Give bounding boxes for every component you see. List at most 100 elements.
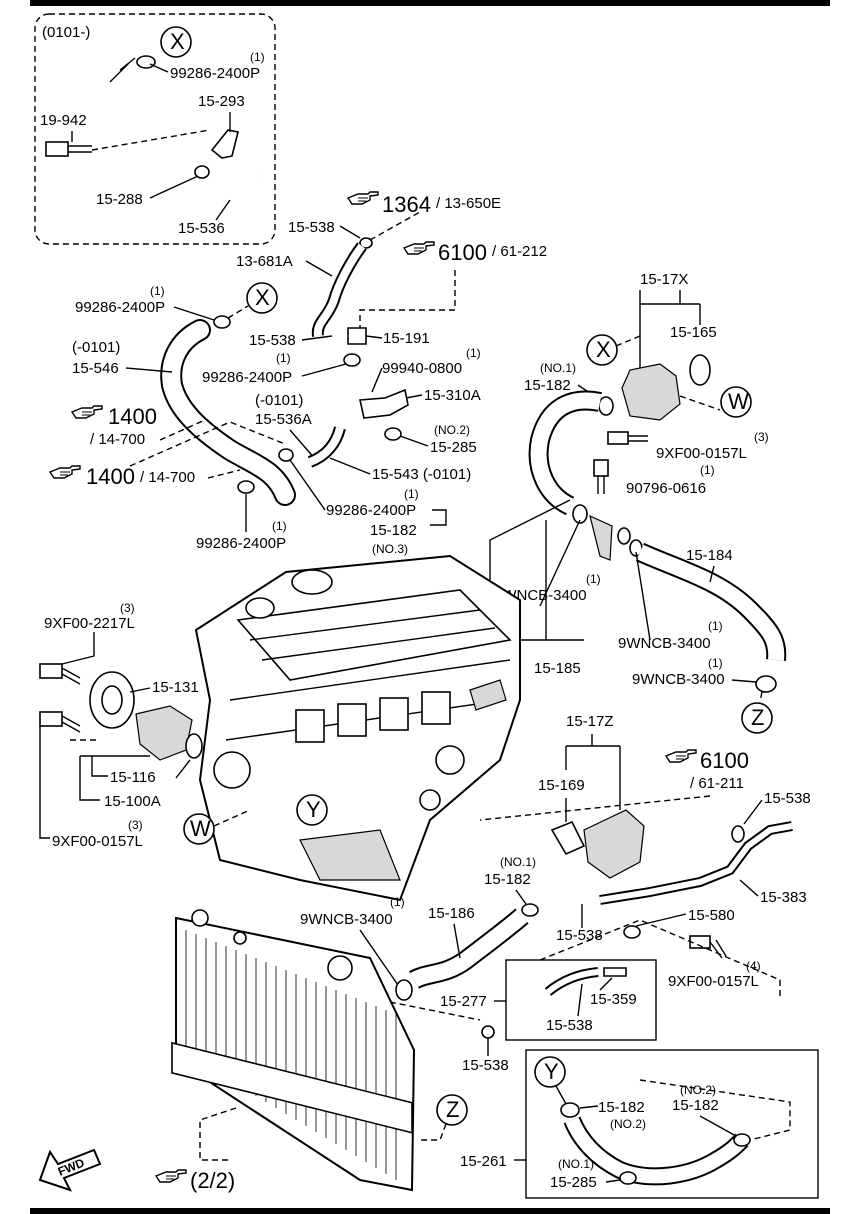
radiator-cap-icon [327, 955, 353, 981]
part-15-538: 15-538 [249, 332, 296, 349]
part-15-538: 15-538 [546, 1017, 593, 1034]
callout-x-3: X [586, 334, 618, 366]
part-9xf00-0157l: 9XF00-0157L [668, 973, 759, 990]
pointing-hand-icon [49, 465, 81, 479]
clamp-icon [359, 237, 373, 249]
hose-15-261 [563, 1116, 749, 1186]
qty: (1) [150, 284, 165, 298]
part-15-17z: 15-17Z [566, 713, 614, 730]
part-15-182: 15-182 [598, 1099, 645, 1116]
qty: (NO.2) [610, 1117, 646, 1131]
clamp-icon [560, 1102, 580, 1118]
inset-code: (0101-) [42, 24, 90, 41]
stud-head [593, 459, 609, 477]
part-15-100a: 15-100A [104, 793, 161, 810]
part-13-681a: 13-681A [236, 253, 293, 270]
period-0101: (-0101) [72, 339, 120, 356]
part-99286-2400p: 99286-2400P [196, 535, 286, 552]
clamp-icon [572, 504, 588, 524]
pointing-hand-icon [665, 749, 697, 763]
ref-61-211: / 61-211 [690, 775, 744, 792]
svg-text:W: W [728, 389, 749, 414]
part-15-191: 15-191 [383, 330, 430, 347]
part-15-546: 15-546 [72, 360, 119, 377]
qty: (1) [708, 619, 723, 633]
part-15-383: 15-383 [760, 889, 807, 906]
part-15-359: 15-359 [590, 991, 637, 1008]
part-15-185: 15-185 [534, 660, 581, 677]
part-15-182: 15-182 [672, 1097, 719, 1114]
ref-6100: 6100 [700, 748, 749, 773]
clamp-icon [278, 448, 294, 462]
ref-1400: 1400 [86, 464, 135, 489]
inset-box-0101 [34, 13, 276, 245]
fitting-15-191 [347, 327, 367, 345]
part-15-538: 15-538 [556, 927, 603, 944]
callout-x-2: X [246, 282, 278, 314]
part-15-131: 15-131 [152, 679, 199, 696]
part-15-285: 15-285 [430, 439, 477, 456]
bolt-head [39, 711, 63, 727]
period-0101: (-0101) [255, 392, 303, 409]
qty: (1) [708, 656, 723, 670]
part-15-116: 15-116 [110, 769, 156, 786]
qty: (1) [466, 346, 481, 360]
clamp-icon [237, 480, 255, 494]
part-99286-2400p: 99286-2400P [326, 502, 416, 519]
part-15-293: 15-293 [198, 93, 245, 110]
part-15-288: 15-288 [96, 191, 143, 208]
ref-1364: 1364 [382, 192, 431, 217]
part-15-182: 15-182 [524, 377, 571, 394]
ref-14-700: / 14-700 [90, 431, 145, 448]
pointing-hand-icon [347, 191, 379, 205]
part-9wncb-3400: 9WNCB-3400 [300, 911, 393, 928]
clamp-icon [194, 165, 210, 179]
clamp-icon [598, 396, 614, 416]
bracket-15-310a [359, 388, 409, 419]
clamp-icon [617, 527, 631, 545]
part-9xf00-0157l: 9XF00-0157L [52, 833, 143, 850]
ref-61-212: / 61-212 [492, 243, 547, 260]
clamp-icon [384, 427, 402, 441]
part-15-261: 15-261 [460, 1153, 507, 1170]
qty: (NO.1) [558, 1157, 594, 1171]
part-15-182: 15-182 [370, 522, 417, 539]
qty: (3) [120, 601, 135, 615]
hose-15-186 [409, 908, 529, 990]
qty: (3) [128, 818, 143, 832]
part-99286-2400p: 99286-2400P [202, 369, 292, 386]
svg-text:X: X [255, 285, 270, 310]
part-99286-2400p: 99286-2400P [75, 299, 165, 316]
qty: (1) [404, 487, 419, 501]
qty: (NO.1) [500, 855, 536, 869]
bolt-head [39, 663, 63, 679]
clamp-icon [733, 1133, 751, 1147]
gasket-15-116 [185, 733, 203, 759]
part-15-182: 15-182 [484, 871, 531, 888]
engine-block [194, 554, 521, 902]
detail-box-15-277 [505, 959, 657, 1041]
part-15-186: 15-186 [428, 905, 475, 922]
ref-14-700: / 14-700 [140, 469, 195, 486]
thermostat-15-17z [583, 809, 645, 879]
qty: (1) [276, 351, 291, 365]
bolt-shaft [68, 145, 92, 153]
qty: (1) [390, 895, 405, 909]
ref-13-650e: / 13-650E [436, 195, 501, 212]
hose-15-184 [635, 542, 787, 661]
clamp-icon [755, 675, 777, 693]
part-99940-0800: 99940-0800 [382, 360, 462, 377]
hose-15-185 [528, 390, 602, 516]
clamp-icon [623, 925, 641, 939]
part-15-169: 15-169 [538, 777, 585, 794]
fwd-arrow-icon: FWD [38, 1148, 102, 1192]
qty: (NO.3) [372, 542, 408, 556]
part-15-285: 15-285 [550, 1174, 597, 1191]
svg-text:X: X [596, 337, 611, 362]
part-19-942: 19-942 [40, 112, 87, 129]
bottom-border [30, 1208, 830, 1214]
callout-y-1: Y [296, 794, 328, 826]
part-99286-2400p: 99286-2400P [170, 65, 260, 82]
part-15-17x: 15-17X [640, 271, 688, 288]
